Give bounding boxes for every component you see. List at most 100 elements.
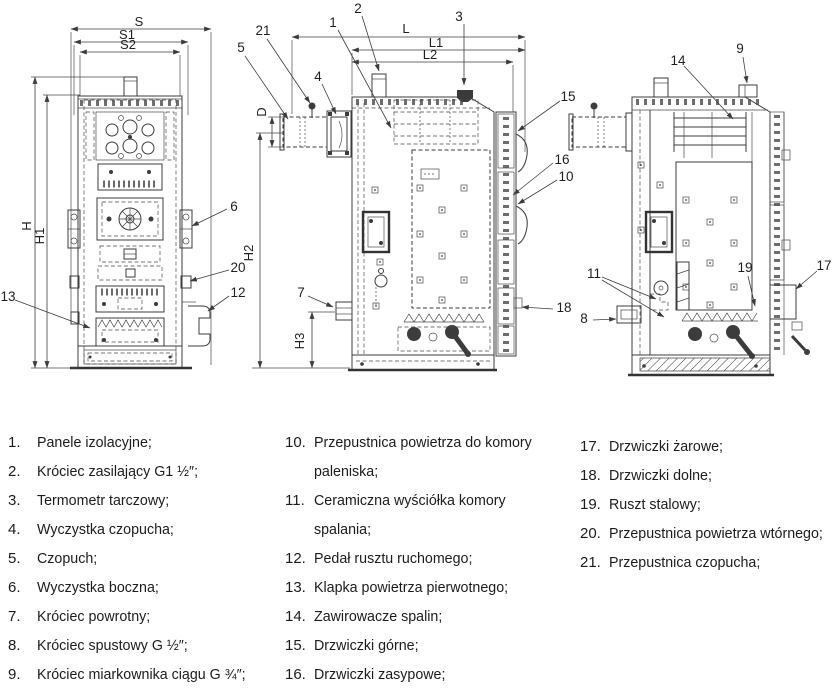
callout-5: 5 bbox=[237, 40, 245, 55]
legend-item-12: 12.Pedał rusztu ruchomego; bbox=[285, 544, 553, 573]
parts-legend: 1.Panele izolacyjne; 2.Króciec zasilając… bbox=[0, 428, 835, 700]
legend-item-text: Wyczystka boczna; bbox=[37, 579, 159, 596]
legend-item-number: 9. bbox=[8, 666, 21, 683]
dim-label-l2: L2 bbox=[423, 47, 437, 62]
legend-item-text: Drzwiczki dolne; bbox=[609, 467, 712, 484]
legend-item-number: 13. bbox=[285, 579, 306, 596]
legend-item-6: 6. Wyczystka boczna; bbox=[8, 573, 280, 602]
front-tube-plate bbox=[85, 111, 175, 161]
legend-item-text: Przepustnica powietrza do komory palenis… bbox=[314, 434, 532, 480]
section-ceramic-lining bbox=[649, 261, 690, 311]
legend-item-number: 6. bbox=[8, 579, 21, 596]
section-door-column bbox=[769, 111, 810, 355]
callout-21: 21 bbox=[255, 23, 270, 38]
legend-item-text: Drzwiczki górne; bbox=[314, 637, 419, 654]
callout-13: 13 bbox=[0, 289, 15, 304]
legend-item-text: Króciec powrotny; bbox=[37, 608, 151, 625]
legend-item-number: 10. bbox=[285, 434, 306, 451]
callout-8: 8 bbox=[580, 311, 588, 326]
legend-item-5: 5.Czopuch; bbox=[8, 544, 280, 573]
legend-item-8: 8.Króciec spustowy G ½″; bbox=[8, 631, 280, 660]
legend-item-number: 17. bbox=[580, 438, 601, 455]
callout-10: 10 bbox=[558, 169, 573, 184]
legend-item-15: 15. Drzwiczki górne; bbox=[285, 631, 553, 660]
callout-20: 20 bbox=[230, 260, 245, 275]
dim-label-d: D bbox=[254, 107, 269, 116]
callout-17: 17 bbox=[816, 258, 831, 273]
legend-item-text: Ceramiczna wyściółka komory spalania; bbox=[314, 492, 506, 538]
section-draft-regulator-connector bbox=[738, 84, 758, 98]
legend-item-number: 11. bbox=[285, 492, 305, 509]
legend-item-number: 14. bbox=[285, 608, 306, 625]
dimension-lines: S S1 S2 H H1 L L1 L2 D H2 H3 bbox=[19, 14, 526, 369]
legend-item-21: 21.Przepustnica czopucha; bbox=[580, 548, 830, 577]
dim-label-h2: H2 bbox=[241, 245, 256, 262]
legend-item-10: 10. Przepustnica powietrza do komory pale… bbox=[285, 428, 553, 486]
callout-15: 15 bbox=[560, 89, 575, 104]
callout-3: 3 bbox=[455, 9, 463, 24]
legend-item-text: Króciec miarkownika ciągu G ¾″; bbox=[37, 666, 246, 683]
legend-item-text: Drzwiczki żarowe; bbox=[609, 438, 724, 455]
section-view bbox=[568, 77, 810, 377]
legend-item-16: 16.Drzwiczki zasypowe; bbox=[285, 660, 553, 689]
side-door-handle-upper bbox=[515, 133, 528, 173]
section-grate bbox=[681, 312, 758, 322]
side-loading-door bbox=[497, 171, 515, 235]
legend-column-1: 1.Panele izolacyjne; 2.Króciec zasilając… bbox=[8, 428, 280, 689]
callout-1: 1 bbox=[329, 15, 337, 30]
drawing-area: S S1 S2 H H1 L L1 L2 D H2 H3 bbox=[0, 1, 832, 377]
callout-18: 18 bbox=[556, 300, 571, 315]
section-swirlers bbox=[673, 112, 747, 158]
callout-6: 6 bbox=[230, 199, 238, 214]
front-insulation-panel bbox=[83, 99, 177, 365]
front-view bbox=[67, 76, 211, 370]
callout-4: 4 bbox=[314, 69, 322, 84]
section-flue-damper-knob bbox=[590, 102, 598, 110]
dim-label-l1: L1 bbox=[429, 35, 443, 50]
side-upper-door bbox=[497, 113, 515, 169]
callout-leaders bbox=[14, 15, 818, 329]
legend-item-number: 4. bbox=[8, 521, 21, 538]
legend-item-number: 20. bbox=[580, 525, 601, 542]
front-ash-door bbox=[95, 317, 165, 347]
legend-column-3: 17. Drzwiczki żarowe; 18. Drzwiczki dolne;… bbox=[580, 432, 830, 577]
callout-19: 19 bbox=[737, 260, 752, 275]
legend-item-7: 7.Króciec powrotny; bbox=[8, 602, 280, 631]
front-grate-pedal bbox=[188, 305, 211, 347]
side-door-column bbox=[495, 111, 528, 357]
legend-item-text: Przepustnica czopucha; bbox=[609, 554, 761, 571]
legend-item-text: Przepustnica powietrza wtórnego; bbox=[609, 525, 823, 542]
legend-item-number: 2. bbox=[8, 463, 21, 480]
legend-item-2: 2.Króciec zasilający G1 ½″; bbox=[8, 457, 280, 486]
side-thermometer bbox=[457, 90, 473, 102]
side-cleanout-frame bbox=[361, 210, 391, 254]
side-supply-connector bbox=[371, 73, 387, 98]
legend-item-3: 3.Termometr tarczowy; bbox=[8, 486, 280, 515]
section-combustion-chamber bbox=[675, 161, 753, 311]
side-view bbox=[279, 73, 528, 372]
legend-item-4: 4.Wyczystka czopucha; bbox=[8, 515, 280, 544]
callout-14: 14 bbox=[670, 53, 686, 68]
section-cleanout-frame bbox=[644, 210, 674, 254]
callout-2: 2 bbox=[354, 1, 362, 16]
side-door-handle-lower bbox=[515, 205, 528, 245]
legend-item-number: 18. bbox=[580, 467, 601, 484]
dim-label-s1: S1 bbox=[119, 27, 135, 42]
legend-item-1: 1.Panele izolacyjne; bbox=[8, 428, 280, 457]
legend-item-text: Ruszt stalowy; bbox=[609, 496, 701, 513]
dim-label-s2: S2 bbox=[120, 37, 136, 52]
legend-column-2: 10. Przepustnica powietrza do komory pale… bbox=[285, 428, 553, 689]
dim-label-l: L bbox=[402, 21, 409, 36]
legend-item-number: 5. bbox=[8, 550, 21, 567]
front-lug-right bbox=[180, 275, 192, 289]
dim-label-h: H bbox=[19, 221, 34, 230]
legend-item-number: 15. bbox=[285, 637, 306, 654]
legend-item-17: 17. Drzwiczki żarowe; bbox=[580, 432, 830, 461]
callout-12: 12 bbox=[230, 285, 245, 300]
callout-numbers: 1 2 3 4 5 6 7 8 9 10 11 12 13 14 15 16 1… bbox=[0, 1, 831, 326]
section-drain-connector bbox=[616, 305, 642, 324]
legend-item-number: 19. bbox=[580, 496, 601, 513]
front-lower-door bbox=[95, 285, 165, 313]
callout-16: 16 bbox=[554, 152, 569, 167]
